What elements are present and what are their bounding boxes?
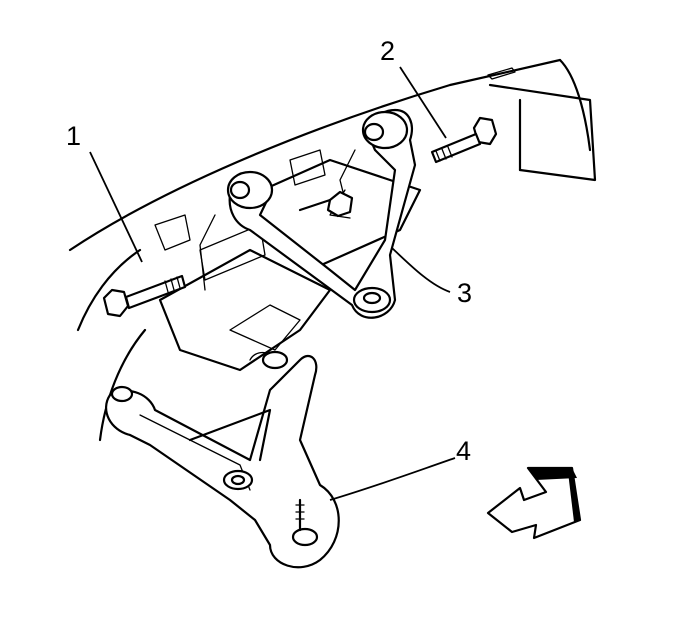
callout-2: 2 [380,36,395,66]
upper-control-arm [199,108,417,319]
lower-control-arm [104,350,340,569]
callout-1: 1 [66,121,81,151]
frame-bracket [154,149,422,372]
direction-arrow-icon [486,466,582,540]
bolt-icon [102,274,187,318]
shaft-nut [298,190,354,218]
bolt-2 [430,116,498,164]
callout-4: 4 [456,436,471,466]
callout-3: 3 [457,278,472,308]
leader-lines [89,66,456,501]
frame-panel [68,58,597,442]
bolt-1 [102,274,187,318]
bolt-icon [430,116,498,164]
